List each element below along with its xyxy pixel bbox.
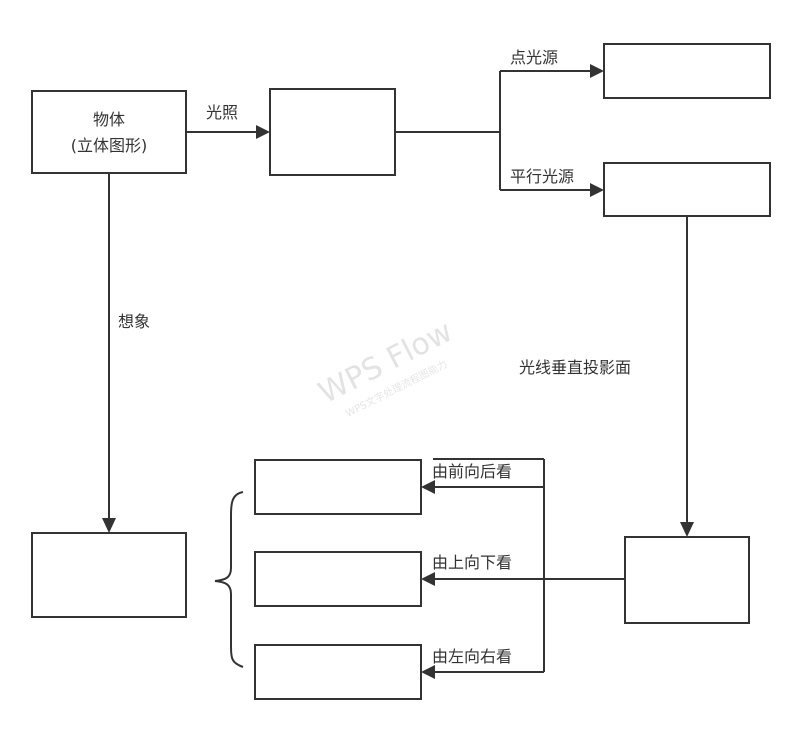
label-light: 光照 [206, 103, 238, 122]
label-left-to-right: 由左向右看 [432, 647, 512, 666]
label-point-source: 点光源 [510, 48, 558, 67]
node-side-view [254, 644, 422, 700]
arrowhead-light [256, 125, 270, 139]
node-point-source-result [603, 43, 771, 99]
node-front-view [254, 459, 422, 515]
brace [214, 491, 244, 668]
label-top-to-bottom: 由上向下看 [432, 553, 512, 572]
label-vertical-projection: 光线垂直投影面 [519, 358, 631, 377]
nodes: 物体 (立体图形) [31, 43, 771, 700]
watermark: WPS Flow WPS文字处理流程图能力 [313, 314, 458, 420]
node-imagined [31, 532, 187, 618]
node-object [31, 90, 187, 174]
node-object-label-line2: (立体图形) [71, 136, 148, 155]
node-parallel-source-result [603, 162, 771, 217]
node-top-view [254, 551, 422, 607]
label-parallel-source: 平行光源 [510, 167, 574, 186]
connectors [102, 64, 694, 679]
arrowhead-left-to-right [421, 665, 435, 679]
arrowhead-front-to-back [421, 480, 435, 494]
label-imagine: 想象 [118, 312, 150, 331]
node-center [269, 88, 396, 176]
label-front-to-back: 由前向后看 [432, 462, 512, 481]
arrowhead-vertical-projection [680, 522, 694, 537]
arrowhead-top-to-bottom [421, 572, 435, 586]
node-projection [624, 536, 750, 624]
arrowhead-point-source [590, 64, 604, 78]
arrowhead-parallel-source [590, 183, 604, 197]
edge-labels: 光照 点光源 平行光源 想象 光线垂直投影面 由前向后看 由上向下看 由左向右看 [118, 48, 631, 666]
arrowhead-imagine [102, 518, 116, 533]
node-object-label-line1: 物体 [93, 110, 125, 129]
